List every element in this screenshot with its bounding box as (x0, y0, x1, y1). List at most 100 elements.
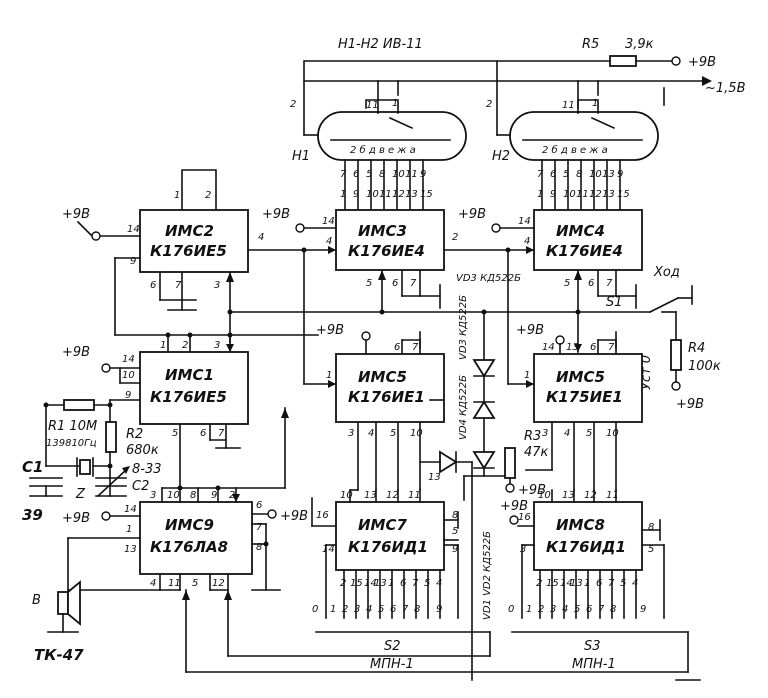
indicator-h2: 11 1 2 б д в е ж а Н2 (492, 80, 665, 164)
svg-text:11: 11 (562, 100, 575, 111)
svg-text:5: 5 (366, 169, 372, 180)
ims2-supply: +9В (62, 207, 90, 222)
svg-text:4: 4 (258, 232, 264, 243)
svg-text:6: 6 (550, 169, 556, 180)
svg-text:1: 1 (326, 370, 332, 381)
svg-text:7: 7 (537, 169, 544, 180)
svg-text:14: 14 (127, 224, 140, 235)
svg-text:8: 8 (452, 510, 458, 521)
svg-text:13: 13 (602, 189, 615, 200)
svg-text:13: 13 (374, 578, 387, 589)
svg-text:К176ИЕ5: К176ИЕ5 (150, 388, 227, 406)
vd3-label: VD3 КД522Б (456, 273, 521, 284)
filament-arrow-icon (702, 76, 712, 86)
svg-text:10: 10 (538, 490, 551, 501)
svg-text:3: 3 (542, 428, 548, 439)
svg-text:10: 10 (340, 490, 353, 501)
svg-text:3: 3 (150, 490, 156, 501)
svg-text:7: 7 (412, 578, 419, 589)
svg-text:13: 13 (570, 578, 583, 589)
indicator-h1: 11 1 2 б д в е ж а Н1 (292, 80, 467, 164)
svg-text:4: 4 (562, 604, 568, 615)
svg-text:10: 10 (563, 189, 576, 200)
svg-text:К176ИЕ4: К176ИЕ4 (546, 242, 623, 260)
ims5-right-supply: +9В (516, 323, 544, 338)
s3-label: S3 (584, 639, 601, 654)
s2-label: S2 (384, 639, 401, 654)
svg-text:1: 1 (388, 578, 394, 589)
svg-text:7: 7 (608, 578, 615, 589)
r4-value: 100к (688, 359, 721, 374)
svg-text:13: 13 (562, 490, 575, 501)
svg-text:9: 9 (211, 490, 217, 501)
svg-text:2: 2 (538, 604, 544, 615)
svg-text:3: 3 (214, 340, 220, 351)
r4-supply: +9В (676, 397, 704, 412)
svg-text:5: 5 (390, 428, 396, 439)
svg-text:ИМС5: ИМС5 (556, 368, 605, 386)
svg-text:14: 14 (542, 342, 555, 353)
chip-ims3: ИМС3 К176ИЕ4 (335, 209, 445, 271)
svg-text:15: 15 (350, 578, 363, 589)
svg-text:10: 10 (366, 189, 379, 200)
svg-text:5: 5 (564, 278, 570, 289)
svg-text:2: 2 (536, 578, 542, 589)
r5-supply: +9В (688, 55, 716, 70)
svg-text:2: 2 (486, 99, 492, 110)
svg-text:1: 1 (526, 604, 532, 615)
svg-text:5: 5 (378, 604, 384, 615)
svg-text:13: 13 (364, 490, 377, 501)
svg-text:1: 1 (537, 189, 543, 200)
chip-ims1: ИМС1 К176ИЕ5 (139, 351, 249, 425)
svg-text:К176ИЕ5: К176ИЕ5 (150, 242, 227, 260)
h1-label: Н1 (292, 149, 310, 164)
svg-text:9: 9 (353, 189, 359, 200)
svg-text:6: 6 (588, 278, 594, 289)
speaker-label: ТК-47 (34, 646, 84, 664)
svg-text:2: 2 (205, 190, 211, 201)
svg-text:3: 3 (348, 428, 354, 439)
svg-text:14: 14 (560, 578, 573, 589)
c1-label: С1 (22, 458, 43, 476)
svg-text:ИМС5: ИМС5 (358, 368, 407, 386)
svg-text:К176ИЕ4: К176ИЕ4 (348, 242, 425, 260)
diode-vd4 (472, 400, 496, 419)
svg-text:12: 12 (584, 490, 597, 501)
svg-text:4: 4 (524, 236, 530, 247)
r2-resistor (105, 421, 117, 453)
svg-text:9: 9 (640, 604, 646, 615)
c2-label: С2 (132, 479, 149, 494)
s1-label: S1 (606, 295, 623, 310)
speaker-tk47 (57, 580, 81, 626)
svg-text:ИМС1: ИМС1 (165, 366, 214, 384)
c3-label: 39 (22, 506, 43, 524)
svg-text:8: 8 (576, 169, 582, 180)
vd4-label: VD4 КД522Б (458, 375, 469, 440)
r5-value: 3,9к (625, 37, 654, 52)
svg-text:5: 5 (192, 578, 198, 589)
r3-supply: +9В (518, 483, 546, 498)
svg-text:7: 7 (340, 169, 347, 180)
svg-text:4: 4 (368, 428, 374, 439)
svg-text:3: 3 (520, 544, 526, 555)
svg-text:К176ИД1: К176ИД1 (348, 538, 428, 556)
svg-text:4: 4 (150, 578, 156, 589)
svg-text:6: 6 (590, 342, 596, 353)
svg-text:1: 1 (340, 189, 346, 200)
svg-text:15: 15 (617, 189, 630, 200)
r2-name: R2 (126, 427, 143, 442)
svg-text:11: 11 (366, 100, 379, 111)
svg-text:14: 14 (322, 216, 335, 227)
ims9-supply: +9В (62, 511, 90, 526)
svg-text:11: 11 (405, 169, 418, 180)
svg-text:5: 5 (172, 428, 178, 439)
chip-ims2: ИМС2 К176ИЕ5 (139, 209, 249, 273)
bus-h1-ims3 (344, 159, 424, 211)
svg-text:1: 1 (592, 98, 598, 109)
hod-label: Ход (653, 265, 680, 280)
svg-text:13: 13 (405, 189, 418, 200)
svg-text:2: 2 (290, 99, 296, 110)
svg-text:ИМС2: ИМС2 (165, 222, 214, 240)
svg-text:10: 10 (589, 169, 602, 180)
